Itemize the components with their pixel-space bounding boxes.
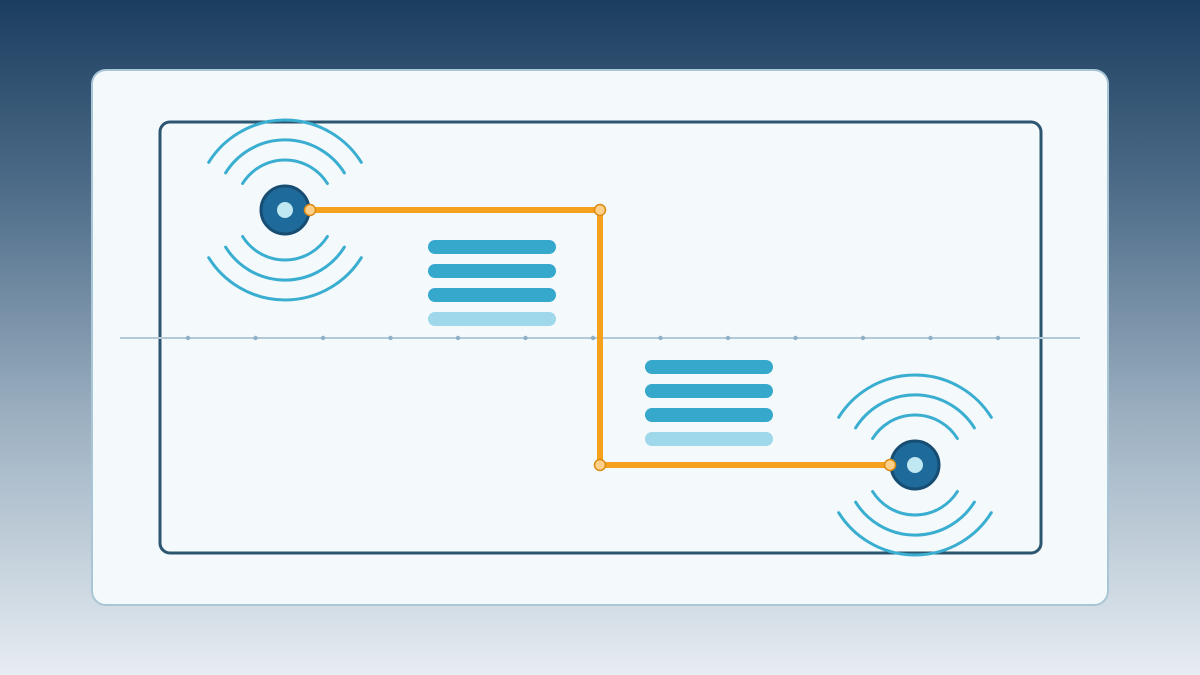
- broadcast-waves-source: [207, 118, 363, 302]
- connector-path: [310, 207, 890, 468]
- text-line-bar: [645, 432, 773, 446]
- text-line-bar: [428, 264, 556, 278]
- node-core: [277, 202, 293, 218]
- text-line-bar: [428, 240, 556, 254]
- wave-arc: [837, 511, 993, 557]
- axis-ticks: [185, 335, 1001, 341]
- axis-tick: [658, 335, 663, 341]
- wave-arc: [224, 245, 346, 282]
- connector-joint: [883, 458, 897, 472]
- node-core: [907, 457, 923, 473]
- node-source: [259, 184, 311, 236]
- text-block-upper: [428, 240, 556, 326]
- wave-arc: [837, 373, 993, 419]
- axis-tick: [860, 335, 866, 341]
- axis-tick: [523, 335, 528, 341]
- axis-tick: [928, 335, 933, 341]
- wave-arc: [854, 500, 976, 537]
- axis-tick: [590, 335, 596, 341]
- connector-joint: [593, 458, 607, 472]
- wave-arc: [241, 158, 329, 185]
- connector-joints: [303, 203, 897, 472]
- wave-arc: [871, 490, 959, 517]
- wave-arc: [241, 235, 329, 262]
- connector-joint: [303, 203, 317, 217]
- text-block-lower: [645, 360, 773, 446]
- axis-tick: [995, 335, 1001, 341]
- axis-tick: [388, 335, 393, 341]
- text-line-bar: [428, 312, 556, 326]
- node-target: [889, 439, 941, 491]
- wave-arc: [207, 118, 363, 164]
- wave-arc: [854, 393, 976, 430]
- connector-joint: [593, 203, 607, 217]
- axis-tick: [253, 335, 258, 341]
- wave-arc: [207, 256, 363, 302]
- axis-tick: [725, 335, 731, 341]
- text-line-bar: [645, 384, 773, 398]
- wave-arc: [224, 138, 346, 175]
- axis-tick: [185, 335, 191, 341]
- axis-tick: [455, 335, 461, 341]
- text-line-bar: [428, 288, 556, 302]
- axis-tick: [320, 335, 326, 341]
- axis-tick: [793, 335, 798, 341]
- text-line-bar: [645, 408, 773, 422]
- text-line-bar: [645, 360, 773, 374]
- broadcast-waves-target: [837, 373, 993, 557]
- wave-arc: [871, 413, 959, 440]
